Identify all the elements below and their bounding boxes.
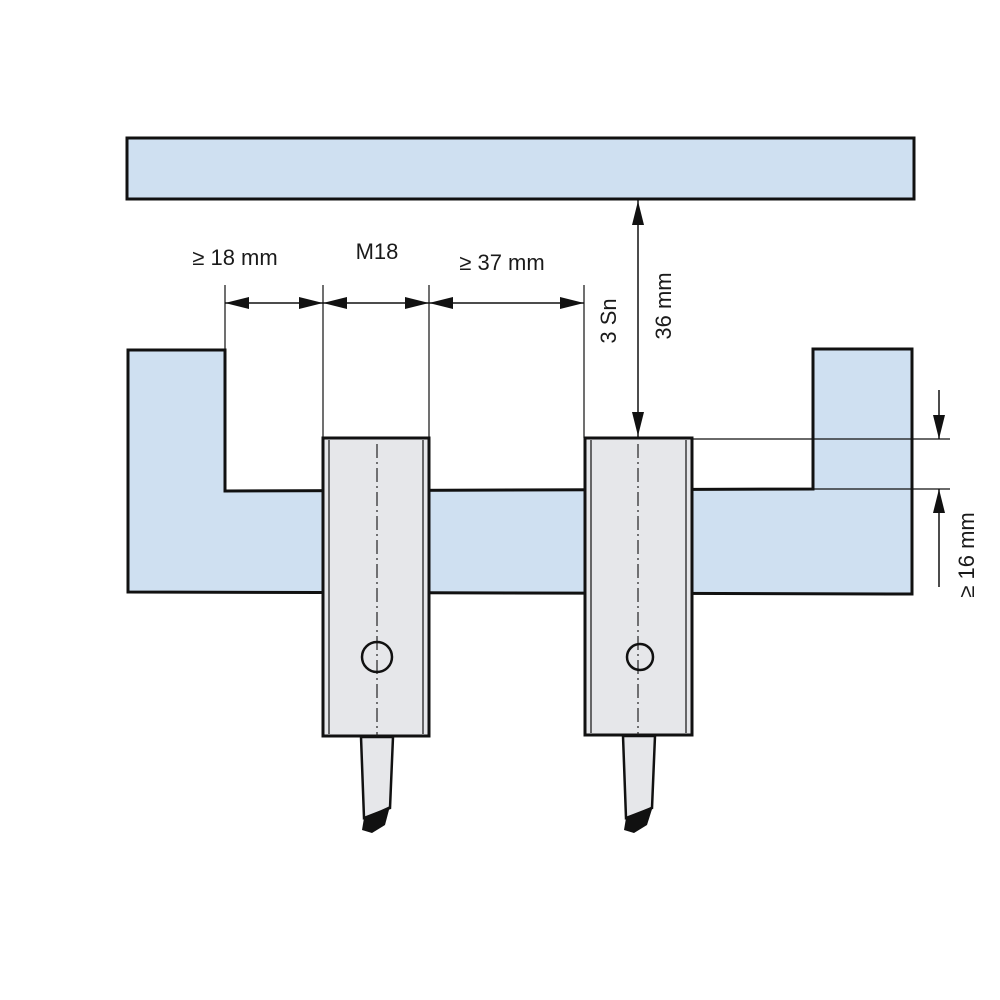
- sn-label: 3 Sn: [596, 298, 621, 343]
- sensor-right-cable-end: [624, 806, 653, 833]
- sensor-right-led: [625, 642, 655, 672]
- distance-label: 36 mm: [651, 272, 676, 339]
- horizontal-dimension-line: [225, 297, 584, 309]
- mounting-bracket: [126, 347, 914, 596]
- depth-label: ≥ 16 mm: [954, 512, 979, 597]
- sensor-left-cable: [359, 735, 395, 820]
- spacing-label: ≥ 37 mm: [459, 250, 544, 275]
- depth-dimension: [692, 390, 950, 587]
- sensor-left-body: [321, 436, 431, 738]
- sensor-left-led: [360, 640, 394, 674]
- thread-size-label: M18: [356, 239, 399, 264]
- target-plate: [125, 136, 916, 201]
- gap-left-label: ≥ 18 mm: [192, 245, 277, 270]
- sensor-right: [583, 436, 694, 833]
- sensor-left-cable-end: [362, 806, 390, 833]
- sensor-right-cable: [621, 734, 657, 820]
- sensor-left: [321, 436, 431, 833]
- vertical-distance-dimension: [632, 199, 644, 438]
